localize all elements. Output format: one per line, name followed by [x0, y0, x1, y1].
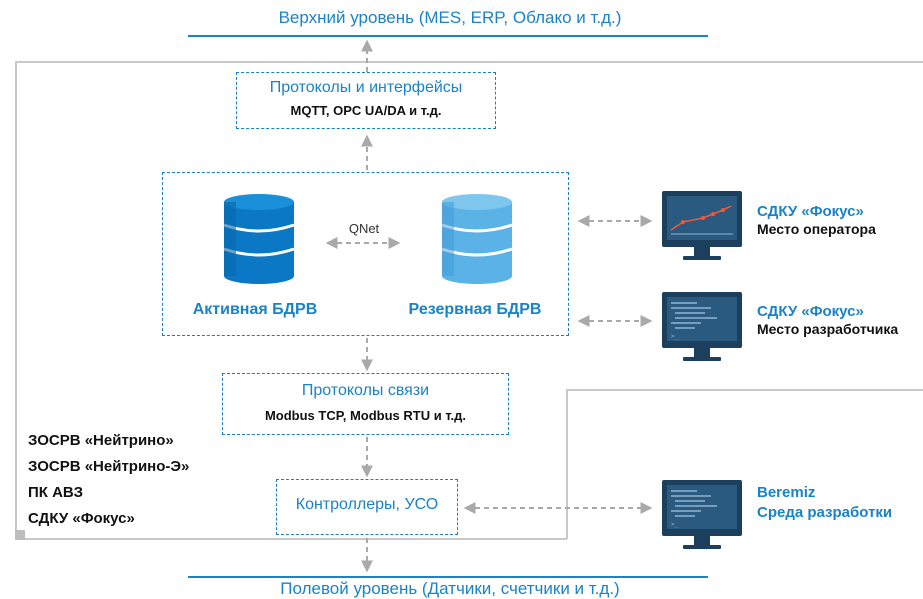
- left-item-sdku-fokus: СДКУ «Фокус»: [28, 510, 135, 527]
- left-item-pk-avz: ПК АВЗ: [28, 484, 83, 501]
- protocols-interfaces-subtitle: MQTT, OPC UA/DA и т.д.: [290, 103, 442, 118]
- controllers-label: Контроллеры, УСО: [295, 496, 439, 513]
- controllers-box: Контроллеры, УСО: [276, 479, 458, 535]
- operator-monitor-icon: [662, 191, 742, 260]
- database-cluster-box: [162, 172, 569, 336]
- comm-protocols-title: Протоколы связи: [301, 382, 430, 399]
- app-operator-title: СДКУ «Фокус»: [757, 203, 864, 220]
- protocols-interfaces-box: Протоколы и интерфейсы MQTT, OPC UA/DA и…: [236, 72, 496, 129]
- app-beremiz-title: Beremiz: [757, 484, 816, 501]
- comm-protocols-box: Протоколы связи Modbus TCP, Modbus RTU и…: [222, 373, 509, 435]
- active-db-label: Активная БДРВ: [192, 301, 318, 318]
- left-item-neutrino-e: ЗОСРВ «Нейтрино-Э»: [28, 458, 190, 475]
- app-operator-subtitle: Место оператора: [757, 221, 876, 237]
- left-item-neutrino: ЗОСРВ «Нейтрино»: [28, 432, 174, 449]
- svg-text:>_: >_: [671, 333, 679, 340]
- svg-text:>_: >_: [671, 521, 679, 528]
- frame-corner-marker: [15, 530, 25, 540]
- beremiz-monitor-icon: >_: [662, 480, 742, 549]
- protocols-interfaces-title: Протоколы и интерфейсы: [269, 79, 463, 96]
- beremiz-frame: [566, 389, 923, 539]
- qnet-label: QNet: [348, 221, 380, 236]
- top-level-label: Верхний уровень (MES, ERP, Облако и т.д.…: [278, 8, 622, 27]
- developer-monitor-icon: >_: [662, 292, 742, 361]
- bottom-level-label: Полевой уровень (Датчики, счетчики и т.д…: [280, 579, 620, 598]
- system-frame: [15, 61, 923, 540]
- comm-protocols-subtitle: Modbus TCP, Modbus RTU и т.д.: [264, 408, 467, 423]
- reserve-database-icon: [441, 194, 513, 284]
- app-beremiz-subtitle: Среда разработки: [757, 504, 893, 521]
- reserve-db-label: Резервная БДРВ: [408, 301, 542, 318]
- app-developer-subtitle: Место разработчика: [757, 321, 899, 337]
- active-database-icon: [223, 194, 295, 284]
- app-developer-title: СДКУ «Фокус»: [757, 303, 864, 320]
